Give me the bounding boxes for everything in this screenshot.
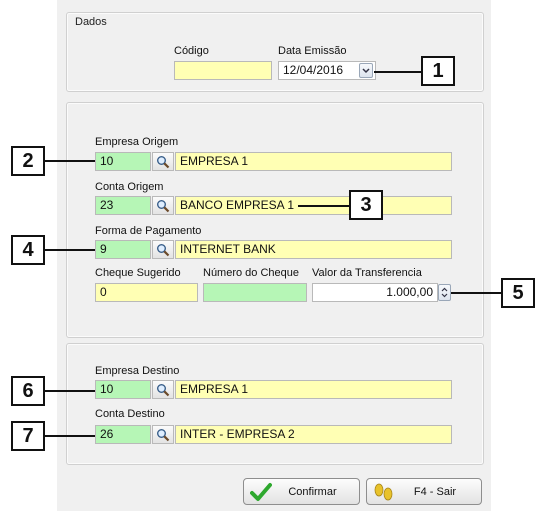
dados-group: Dados Código Data Emissão 12/04/2016 — [66, 12, 484, 92]
valor-transferencia-input[interactable]: 1.000,00 — [312, 283, 438, 302]
callout-7: 7 — [11, 421, 45, 451]
forma-pagamento-label: Forma de Pagamento — [95, 225, 202, 237]
empresa-destino-label: Empresa Destino — [95, 365, 180, 377]
empresa-destino-name: EMPRESA 1 — [175, 380, 452, 399]
callout-5: 5 — [501, 278, 535, 308]
callout-6-line — [45, 390, 95, 392]
forma-pagamento-name: INTERNET BANK — [175, 240, 452, 259]
callout-6: 6 — [11, 376, 45, 406]
search-icon — [157, 155, 170, 168]
data-emissao-label: Data Emissão — [278, 45, 347, 57]
callout-1: 1 — [421, 56, 455, 86]
sair-label: F4 - Sair — [413, 485, 457, 498]
empresa-destino-search-button[interactable] — [152, 380, 174, 399]
search-icon — [157, 243, 170, 256]
empresa-origem-name: EMPRESA 1 — [175, 152, 452, 171]
confirmar-label: Confirmar — [288, 485, 337, 498]
conta-origem-search-button[interactable] — [152, 196, 174, 215]
search-icon — [157, 428, 170, 441]
codigo-label: Código — [174, 45, 209, 57]
callout-5-line — [451, 292, 501, 294]
sair-button[interactable]: F4 - Sair — [366, 478, 482, 505]
codigo-input[interactable] — [174, 61, 272, 80]
conta-destino-code[interactable]: 26 — [95, 425, 151, 444]
callout-7-line — [45, 435, 95, 437]
spin-arrows-icon — [441, 287, 448, 298]
footprints-icon — [374, 483, 393, 501]
search-icon — [157, 383, 170, 396]
valor-spin-button[interactable] — [438, 284, 451, 301]
conta-origem-label: Conta Origem — [95, 181, 164, 193]
empresa-origem-search-button[interactable] — [152, 152, 174, 171]
numero-cheque-input[interactable] — [203, 283, 307, 302]
data-emissao-input[interactable]: 12/04/2016 — [278, 61, 376, 80]
confirmar-button[interactable]: Confirmar — [243, 478, 360, 505]
date-dropdown-button[interactable] — [359, 63, 373, 78]
numero-cheque-label: Número do Cheque — [203, 267, 300, 279]
checkmark-icon — [250, 483, 272, 501]
conta-origem-code[interactable]: 23 — [95, 196, 151, 215]
cheque-sugerido-label: Cheque Sugerido — [95, 267, 181, 279]
callout-3: 3 — [349, 190, 383, 220]
callout-4-line — [45, 249, 95, 251]
conta-destino-label: Conta Destino — [95, 408, 165, 420]
conta-destino-search-button[interactable] — [152, 425, 174, 444]
forma-pagamento-code[interactable]: 9 — [95, 240, 151, 259]
callout-2: 2 — [11, 146, 45, 176]
callout-3-line — [298, 205, 349, 207]
forma-pagamento-search-button[interactable] — [152, 240, 174, 259]
empresa-destino-code[interactable]: 10 — [95, 380, 151, 399]
chevron-down-icon — [362, 68, 370, 74]
callout-2-line — [45, 160, 95, 162]
transfer-form-window: Dados Código Data Emissão 12/04/2016 Emp… — [57, 0, 491, 511]
empresa-origem-label: Empresa Origem — [95, 136, 179, 148]
callout-4: 4 — [11, 235, 45, 265]
empresa-origem-code[interactable]: 10 — [95, 152, 151, 171]
dados-legend: Dados — [75, 16, 107, 28]
conta-destino-name: INTER - EMPRESA 2 — [175, 425, 452, 444]
destino-group — [66, 343, 484, 465]
cheque-sugerido-input[interactable]: 0 — [95, 283, 198, 302]
valor-transferencia-label: Valor da Transferencia — [312, 267, 422, 279]
search-icon — [157, 199, 170, 212]
callout-1-line — [374, 71, 421, 73]
